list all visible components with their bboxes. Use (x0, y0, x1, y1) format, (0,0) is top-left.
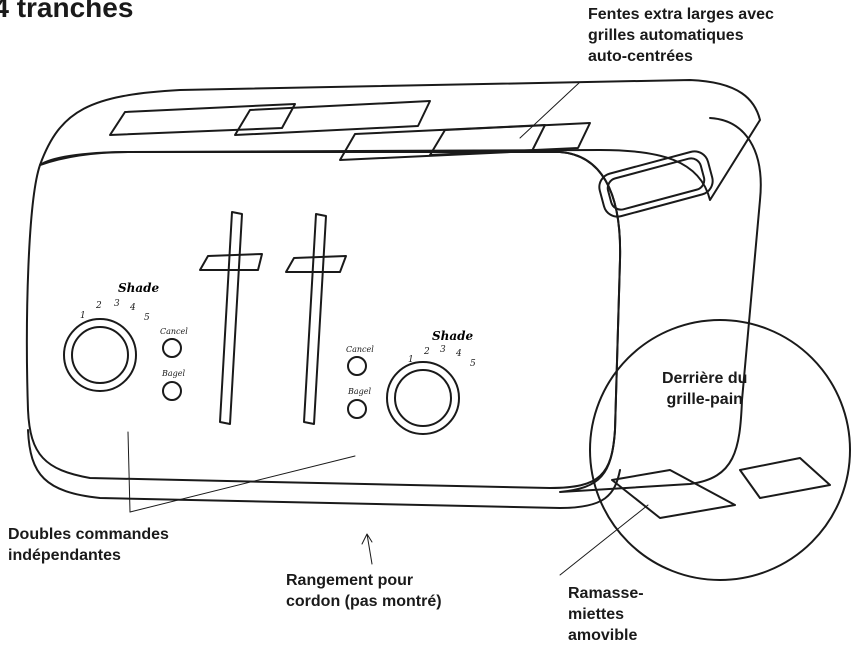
lever-slot-right (303, 213, 327, 425)
shade-num-r1: 1 (408, 355, 414, 365)
leader-cord (361, 533, 373, 565)
toaster-side (559, 117, 762, 493)
shade-num-l5: 5 (144, 313, 150, 323)
lever-slot-left (219, 211, 243, 425)
bagel-label-left: Bagel (161, 369, 186, 378)
leader-controls-a (127, 431, 131, 513)
toaster-top-outline (39, 79, 761, 201)
shade-num-l3: 3 (114, 299, 120, 309)
toaster-base (27, 429, 621, 509)
shade-num-r2: 2 (423, 347, 430, 357)
shade-dial-right-outer (386, 361, 460, 435)
shade-label-right: Shade (432, 329, 474, 343)
callout-crumb: Ramasse- miettes amovible (568, 585, 644, 644)
callout-cord: Rangement pour cordon (pas montré) (286, 572, 442, 610)
shade-dial-left-inner (71, 326, 129, 384)
cancel-button-left (162, 338, 182, 358)
cancel-label-left: Cancel (160, 327, 188, 336)
shade-dial-left-outer (63, 318, 137, 392)
lever-right (285, 255, 347, 273)
inset-tray-1 (611, 469, 736, 519)
cancel-label-right: Cancel (346, 345, 374, 354)
shade-dial-right-inner (394, 369, 452, 427)
slot-1 (109, 103, 296, 136)
callout-rear: Derrière du grille-pain (662, 370, 748, 408)
cancel-button-right (347, 356, 367, 376)
leader-slots (519, 81, 581, 139)
callout-controls: Doubles commandes indépendantes (8, 526, 169, 564)
page-title: e 4 tranches (0, 0, 134, 23)
rear-inset (589, 319, 851, 581)
shade-num-l2: 2 (95, 301, 102, 311)
bagel-label-right: Bagel (347, 387, 372, 396)
shade-num-r4: 4 (455, 349, 462, 359)
bagel-button-left (162, 381, 182, 401)
shade-num-l4: 4 (129, 303, 136, 313)
shade-num-r3: 3 (440, 345, 446, 355)
slot-2 (234, 100, 431, 136)
side-vent (598, 150, 714, 218)
callout-slots: Fentes extra larges avec grilles automat… (588, 6, 774, 65)
slot-4 (429, 122, 591, 156)
leader-crumb (559, 504, 649, 576)
shade-label-left: Shade (118, 281, 160, 295)
inset-tray-2 (739, 457, 831, 499)
bagel-button-right (347, 399, 367, 419)
side-vent-inner (606, 157, 706, 211)
shade-num-l1: 1 (80, 311, 86, 321)
toaster-front (25, 151, 622, 489)
leader-controls-b (129, 455, 356, 513)
lever-left (199, 253, 263, 271)
shade-num-r5: 5 (470, 359, 476, 369)
